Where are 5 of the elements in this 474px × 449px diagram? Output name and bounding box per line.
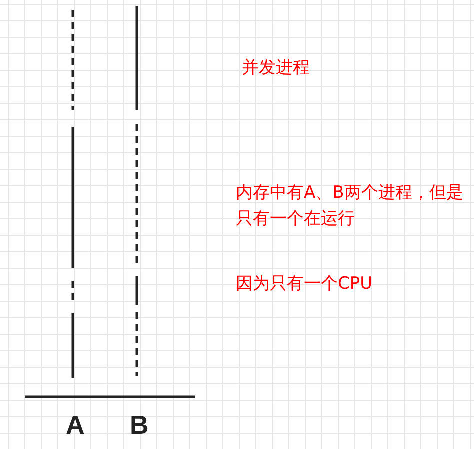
note-text: 内存中有A、B两个进程，但是只有一个在运行 — [236, 182, 464, 231]
note-text: 并发进程 — [242, 57, 311, 80]
axis-label: B — [130, 410, 149, 441]
note-text: 因为只有一个CPU — [236, 273, 374, 296]
axis-label: A — [66, 410, 85, 441]
